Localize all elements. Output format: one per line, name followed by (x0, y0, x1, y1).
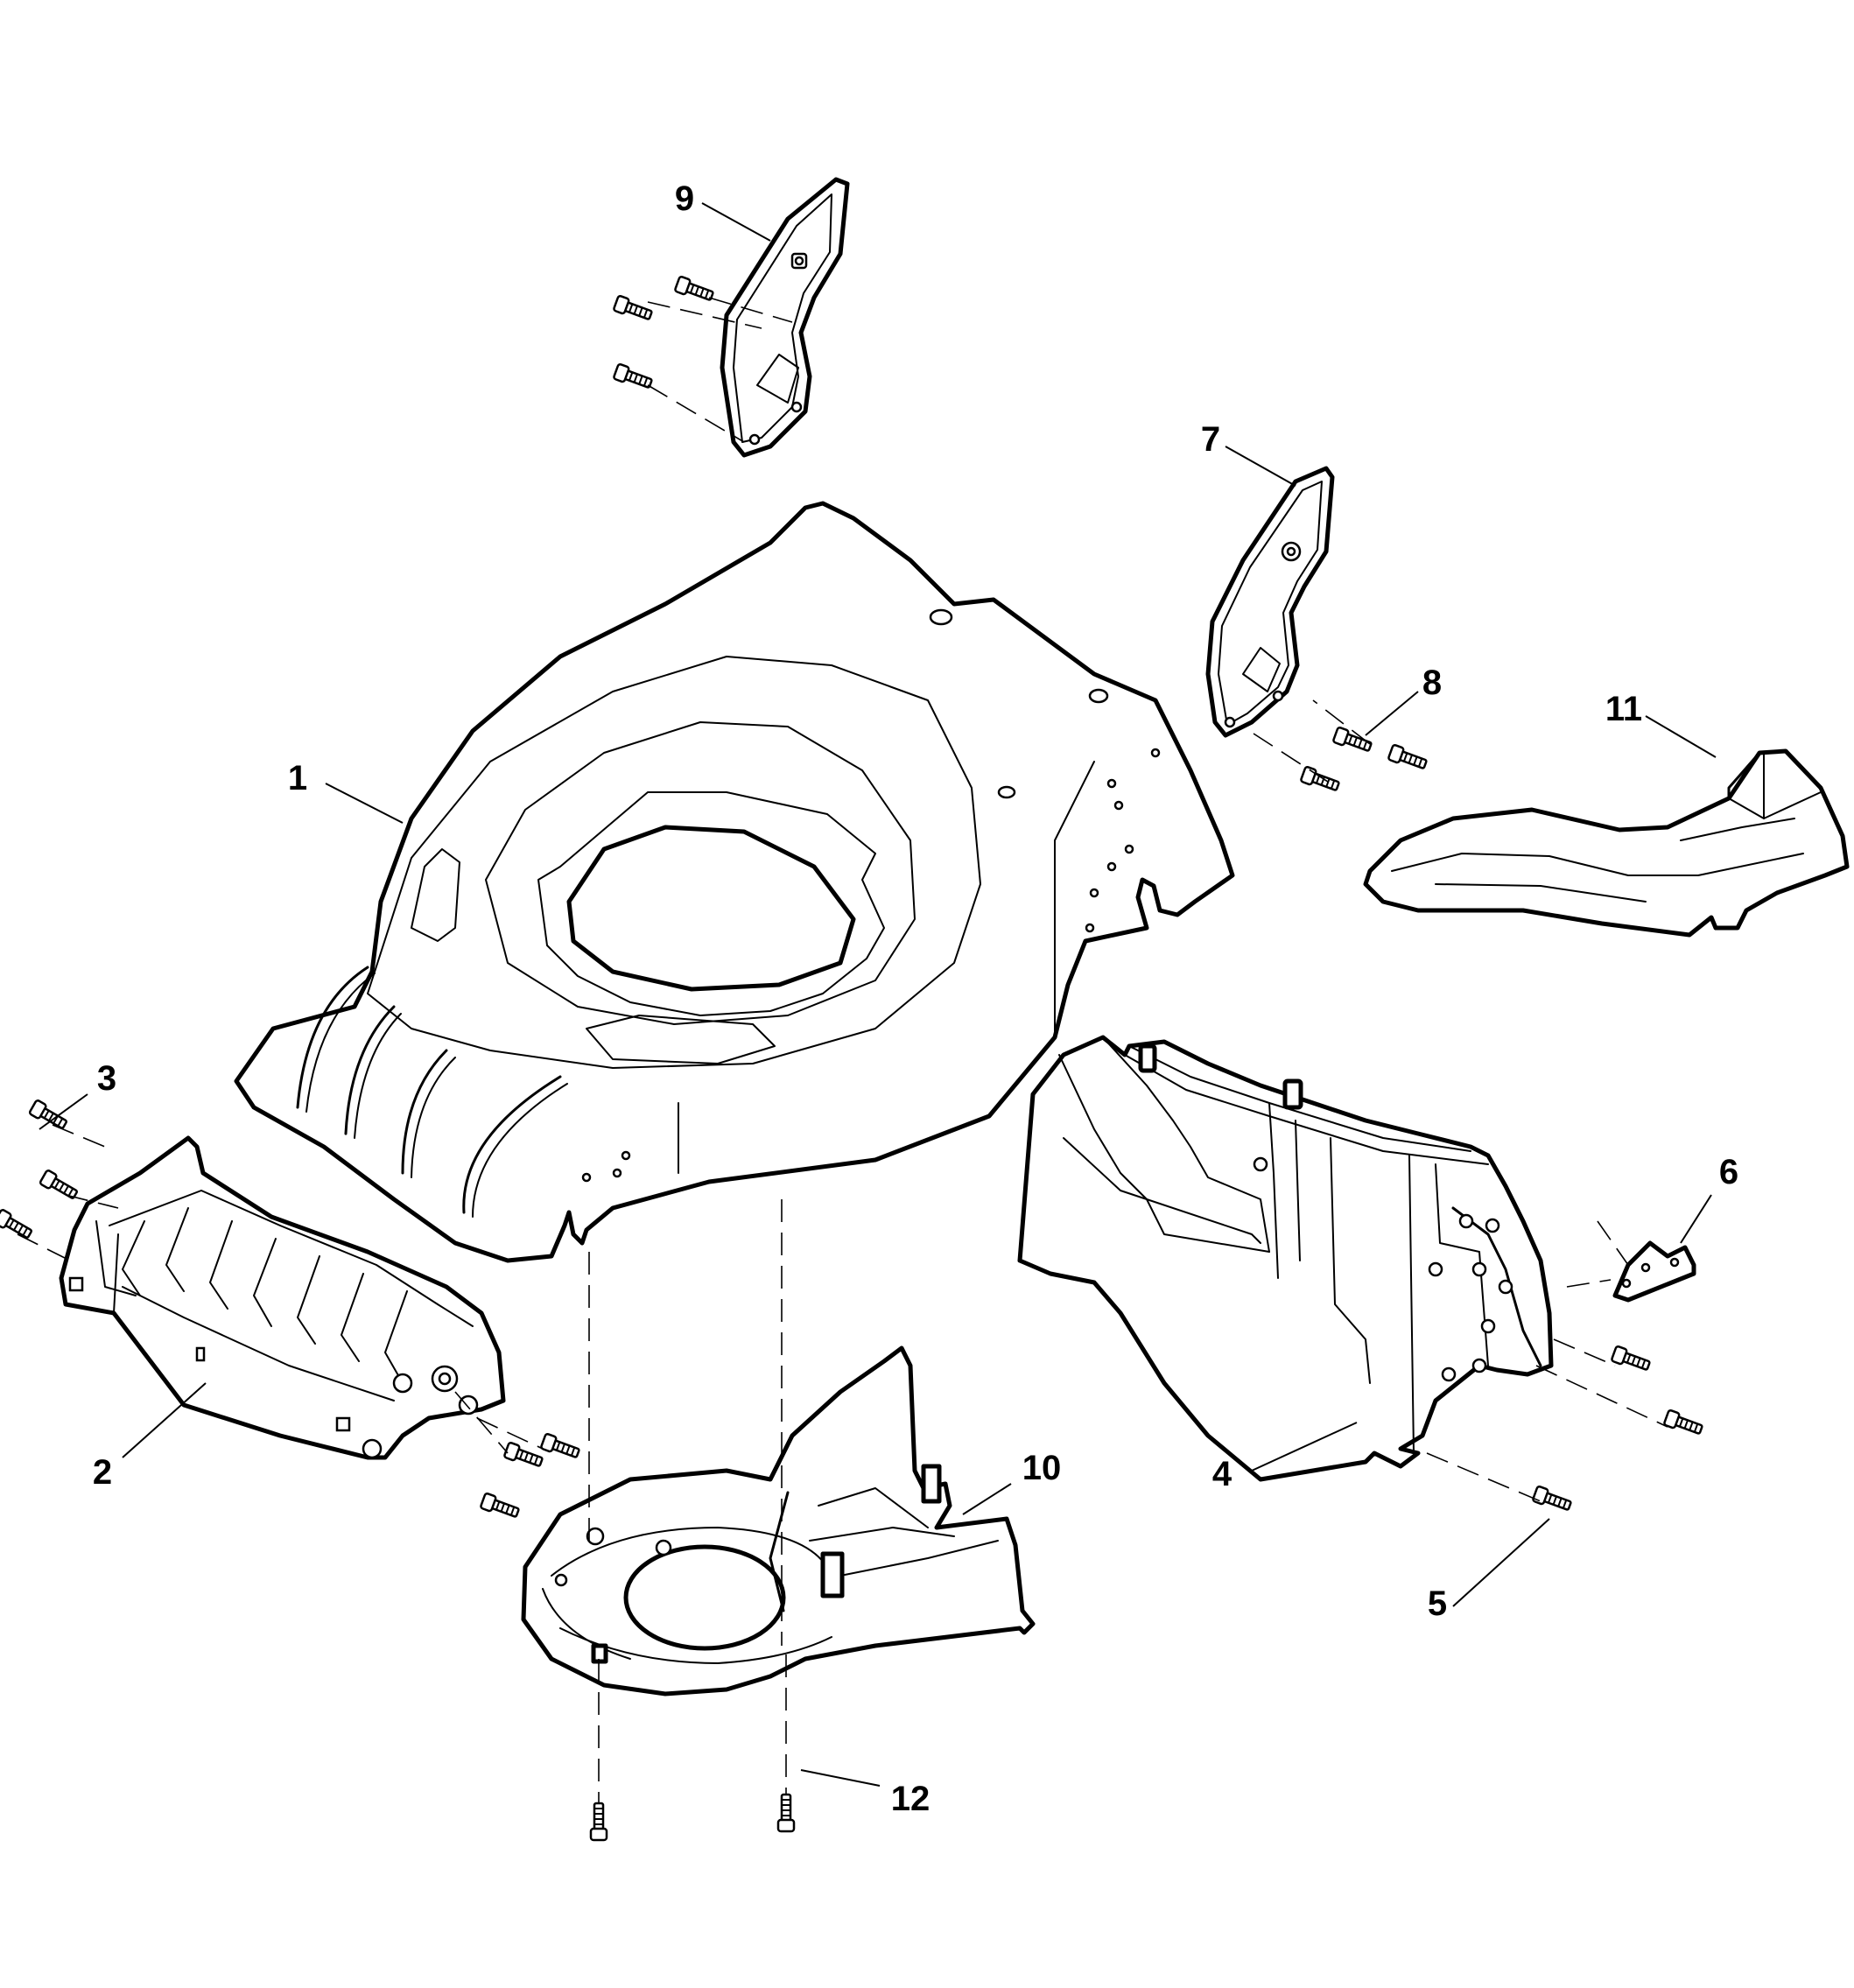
callout-3: 3 (97, 1059, 116, 1098)
assembly-lines (17, 297, 1668, 1803)
part-7-bracket[interactable] (1205, 466, 1335, 738)
callout-8: 8 (1422, 664, 1442, 702)
callouts: 1 2 3 4 5 6 7 8 9 10 11 12 (93, 179, 1738, 1818)
screw-9b[interactable] (673, 275, 716, 305)
callout-6: 6 (1719, 1153, 1738, 1191)
callout-2: 2 (93, 1453, 112, 1492)
callout-5: 5 (1428, 1584, 1447, 1623)
screw-8c[interactable] (1299, 765, 1342, 795)
callout-4: 4 (1212, 1455, 1232, 1493)
part-2-front-flap[interactable] (59, 1135, 506, 1460)
screw-8b[interactable] (1387, 743, 1429, 773)
part-9-bracket[interactable] (720, 177, 850, 458)
part-6-clip[interactable] (1612, 1240, 1696, 1303)
screw-5b[interactable] (1662, 1408, 1705, 1438)
screw-2b[interactable] (539, 1432, 582, 1462)
callout-10: 10 (1022, 1449, 1062, 1487)
screw-12b[interactable] (776, 1793, 796, 1833)
screw-12a[interactable] (589, 1802, 608, 1842)
callout-1: 1 (288, 759, 307, 797)
callout-12: 12 (891, 1780, 931, 1818)
part-4-grass-catcher[interactable] (1017, 1035, 1554, 1482)
screw-9a[interactable] (612, 294, 655, 324)
part-1-deck[interactable] (234, 501, 1235, 1263)
screw-2c[interactable] (479, 1492, 522, 1521)
screw-3c[interactable] (0, 1207, 35, 1243)
callout-9: 9 (675, 179, 694, 218)
screw-5a[interactable] (1610, 1345, 1653, 1374)
leader-lines (39, 202, 1717, 1787)
part-10-deflector[interactable] (521, 1345, 1036, 1696)
screw-3a[interactable] (27, 1098, 70, 1134)
screw-9c[interactable] (612, 362, 655, 392)
part-11-rear-flap[interactable] (1363, 748, 1850, 938)
callout-11: 11 (1605, 690, 1642, 728)
callout-7: 7 (1201, 420, 1220, 459)
